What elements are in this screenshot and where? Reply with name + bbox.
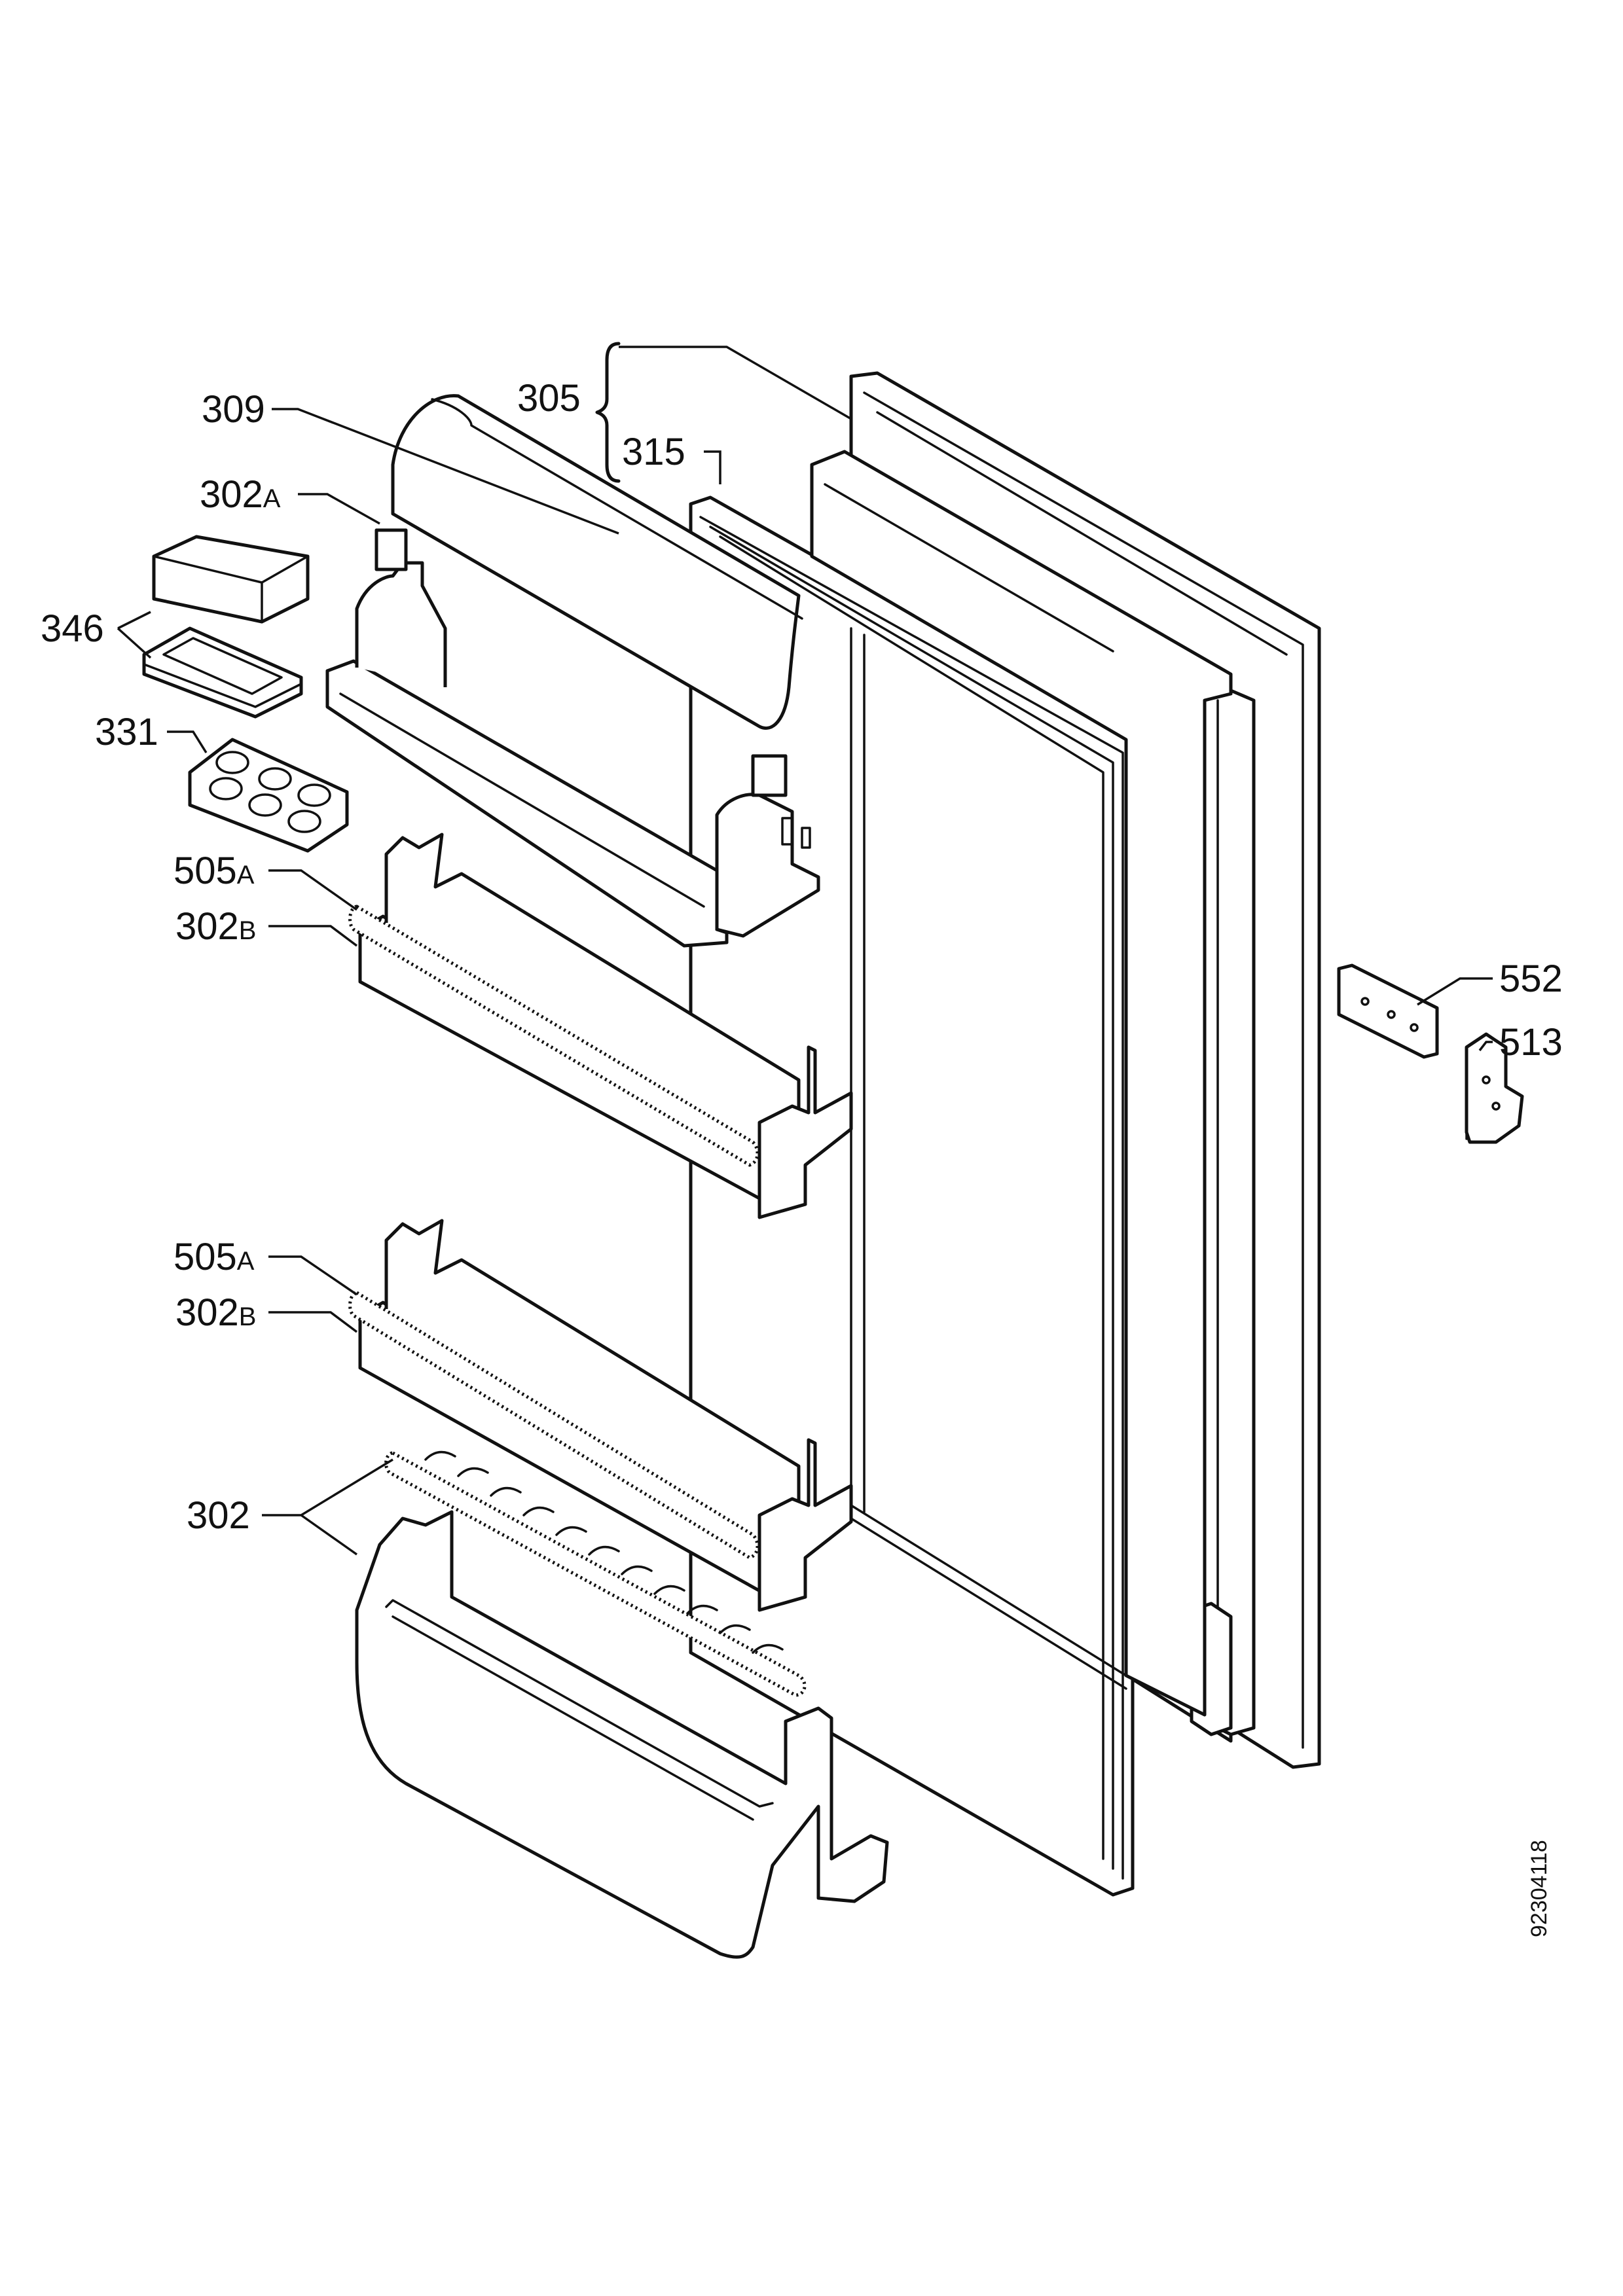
label-513: 513	[1499, 1021, 1563, 1064]
drawing-code: 92304118	[1527, 1840, 1552, 1937]
butter-dish-346	[142, 535, 310, 719]
bottle-shelf-302	[355, 1450, 889, 1959]
hinge-plate-552	[1337, 963, 1439, 1059]
label-505a-upper: 505A	[173, 850, 255, 892]
leader-lines	[117, 342, 1493, 1556]
door-shelf-302b-upper	[348, 833, 853, 1219]
label-302b-upper: 302B	[175, 905, 256, 948]
label-302b-lower: 302B	[175, 1291, 256, 1334]
part-labels: 309 305 315 302A 346 331 505A 302B 505A …	[41, 377, 1563, 1537]
shelf-flap-309	[391, 394, 803, 730]
hinge-bracket-513	[1465, 1032, 1524, 1144]
label-302: 302	[187, 1494, 250, 1537]
label-309: 309	[202, 388, 265, 431]
label-505a-lower: 505A	[173, 1236, 255, 1278]
label-552: 552	[1499, 958, 1563, 1000]
label-331: 331	[95, 711, 158, 753]
label-302a: 302A	[200, 473, 281, 516]
label-315: 315	[622, 431, 685, 473]
label-305: 305	[517, 377, 581, 420]
egg-tray-331	[188, 738, 349, 853]
door-shelf-302a	[325, 528, 820, 948]
label-346: 346	[41, 607, 104, 650]
door-shelf-302b-lower	[348, 1219, 853, 1612]
